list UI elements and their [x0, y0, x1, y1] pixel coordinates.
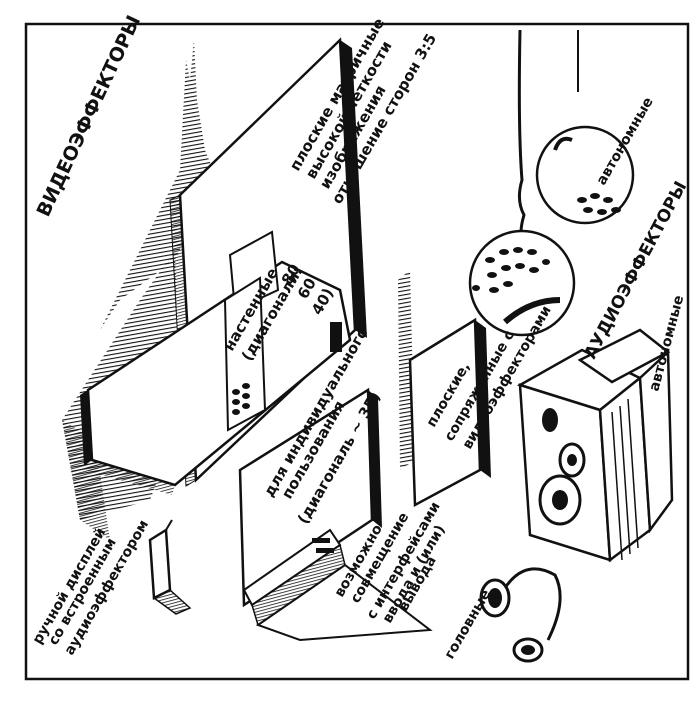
individual-display-icon	[238, 387, 433, 642]
headphones-icon	[479, 567, 562, 663]
hanging-speaker-sphere-icon	[468, 29, 635, 337]
wall-display-icon	[80, 230, 352, 495]
coupled-display-icon	[408, 317, 491, 508]
handheld-display-icon	[148, 519, 192, 615]
loudspeaker-cabinet-icon	[516, 328, 674, 563]
